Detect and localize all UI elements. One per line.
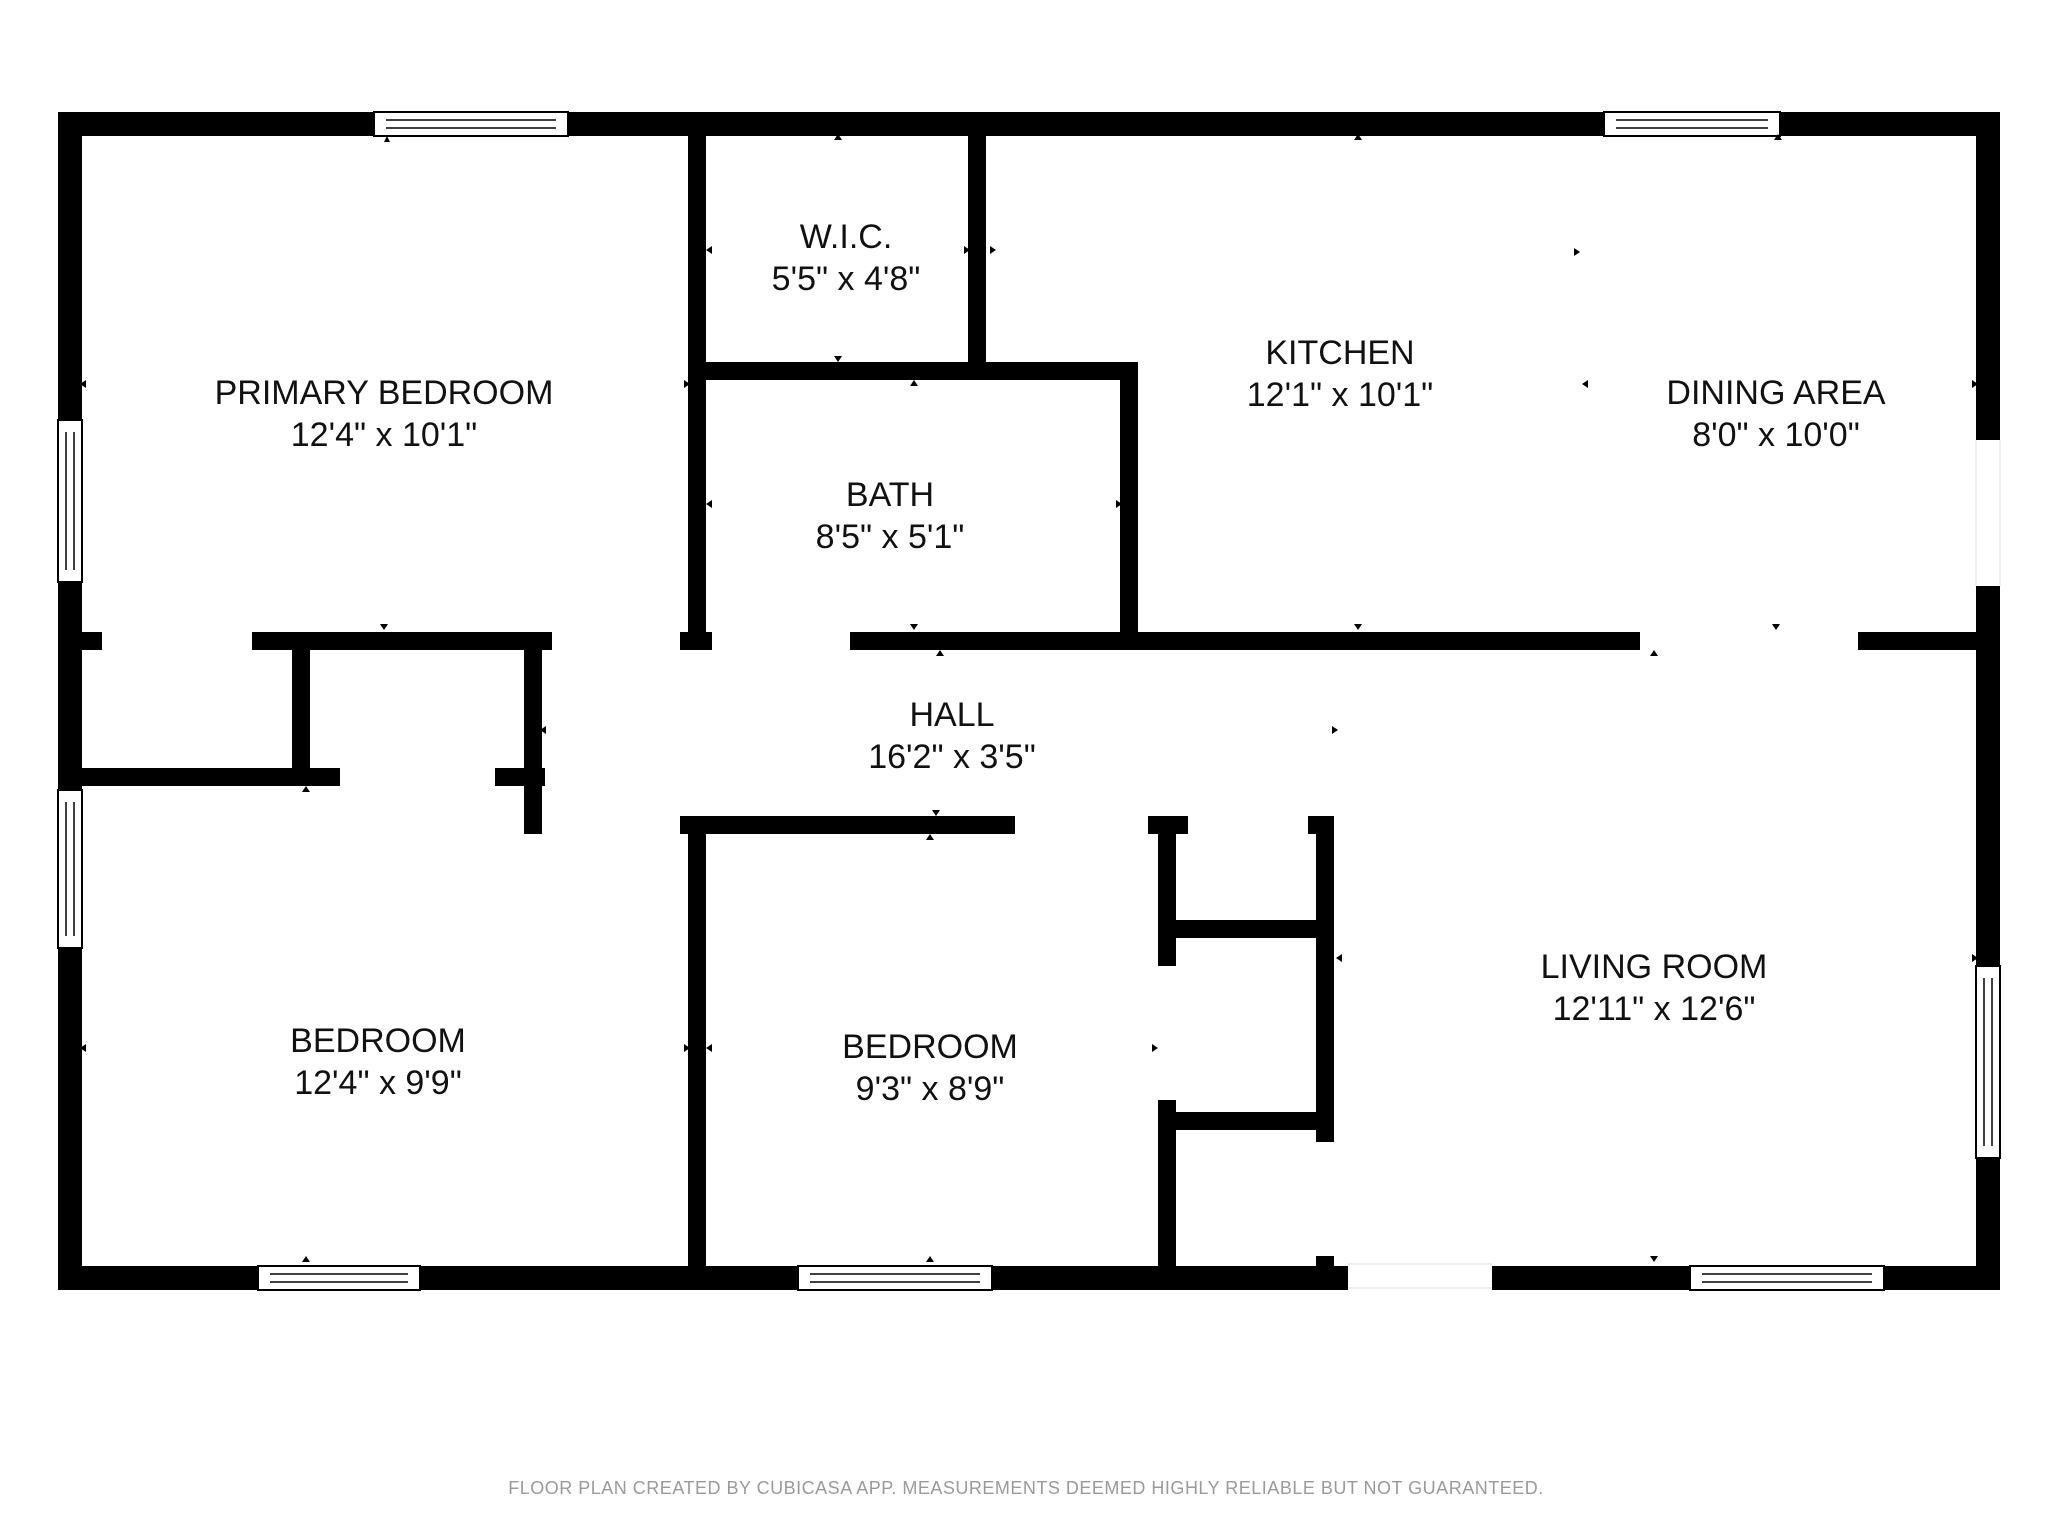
room-name-primary-bedroom: PRIMARY BEDROOM bbox=[215, 374, 554, 412]
room-name-bedroom-left: BEDROOM bbox=[290, 1022, 466, 1060]
window-bedroom-middle-bottom bbox=[797, 1265, 993, 1291]
room-dims-primary-bedroom: 12'4" x 10'1" bbox=[291, 416, 477, 454]
openings bbox=[1154, 440, 2004, 1294]
room-name-hall: HALL bbox=[909, 696, 994, 734]
room-dims-bath: 8'5" x 5'1" bbox=[816, 518, 965, 556]
room-name-wic: W.I.C. bbox=[800, 218, 893, 256]
window-bedroom-left bbox=[57, 789, 83, 949]
window-primary-left bbox=[57, 419, 83, 583]
room-dims-bedroom-left: 12'4" x 9'9" bbox=[294, 1064, 462, 1102]
measure-ticks bbox=[80, 134, 1978, 1262]
room-dims-bedroom-middle: 9'3" x 8'9" bbox=[856, 1070, 1005, 1108]
room-name-dining-area: DINING AREA bbox=[1666, 374, 1885, 412]
room-name-living-room: LIVING ROOM bbox=[1541, 948, 1768, 986]
exterior-walls bbox=[58, 112, 2000, 1290]
room-dims-dining-area: 8'0" x 10'0" bbox=[1692, 416, 1860, 454]
room-name-kitchen: KITCHEN bbox=[1265, 334, 1414, 372]
window-living-right bbox=[1975, 965, 2001, 1159]
room-name-bedroom-middle: BEDROOM bbox=[842, 1028, 1018, 1066]
window-primary-top bbox=[373, 111, 569, 137]
room-dims-hall: 16'2" x 3'5" bbox=[868, 738, 1036, 776]
room-dims-wic: 5'5" x 4'8" bbox=[772, 260, 921, 298]
room-name-bath: BATH bbox=[846, 476, 934, 514]
room-labels: PRIMARY BEDROOM 12'4" x 10'1" W.I.C. 5'5… bbox=[215, 218, 1886, 1108]
window-dining-top bbox=[1603, 111, 1781, 137]
window-living-bottom bbox=[1689, 1265, 1885, 1291]
interior-walls bbox=[58, 130, 2000, 1290]
room-dims-living-room: 12'11" x 12'6" bbox=[1553, 990, 1756, 1028]
window-bedroom-bottom bbox=[257, 1265, 421, 1291]
room-dims-kitchen: 12'1" x 10'1" bbox=[1247, 376, 1433, 414]
disclaimer-text: FLOOR PLAN CREATED BY CUBICASA APP. MEAS… bbox=[508, 1478, 1543, 1498]
windows bbox=[57, 111, 2001, 1291]
